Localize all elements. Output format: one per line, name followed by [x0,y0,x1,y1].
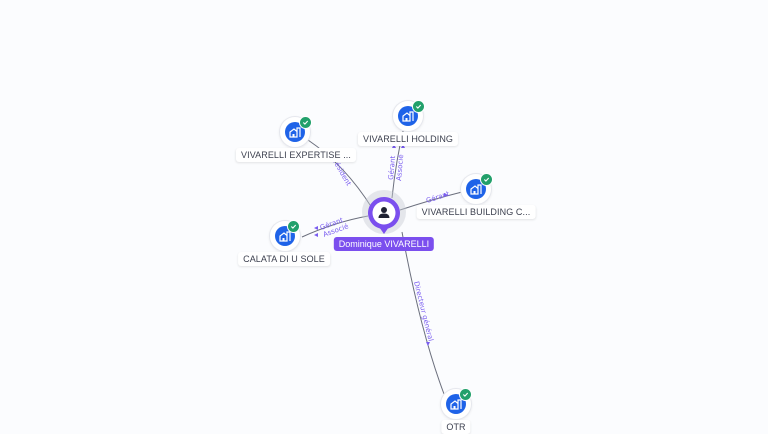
arrow-icon [392,144,396,148]
edge-label-holding-2: Associé [395,154,405,181]
edge-calata [301,215,369,238]
verified-check-icon [480,173,493,186]
company-avatar [280,117,310,147]
edge-label-building: Gérant [425,190,451,205]
edge-label-holding-1: Gérant [387,155,397,180]
building-icon [470,184,482,195]
company-label-otr[interactable]: OTR [441,420,471,434]
arrow-icon [444,193,448,197]
edge-label-otr: Directeur général [412,281,435,343]
person-pin [367,197,400,234]
arrow-icon [426,342,430,346]
company-label-building[interactable]: VIVARELLI BUILDING C... [416,205,536,219]
arrow-icon [314,233,318,237]
person-icon [378,207,390,218]
verified-check-icon [299,116,312,129]
building-icon [289,127,301,138]
edge-otr [401,231,445,395]
person-label[interactable]: Dominique VIVARELLI [333,237,435,251]
company-label-calata[interactable]: CALATA DI U SOLE [238,252,330,266]
arrow-icon [401,144,405,148]
arrow-icon [314,226,318,230]
company-label-holding[interactable]: VIVARELLI HOLDING [357,132,459,146]
edge-building [399,191,463,211]
verified-check-icon [459,388,472,401]
edge-expertise [307,139,373,209]
verified-check-icon [287,220,300,233]
verified-check-icon [412,100,425,113]
building-icon [279,231,291,242]
building-icon [450,399,462,410]
company-label-expertise[interactable]: VIVARELLI EXPERTISE ... [235,148,357,162]
building-icon [402,111,414,122]
